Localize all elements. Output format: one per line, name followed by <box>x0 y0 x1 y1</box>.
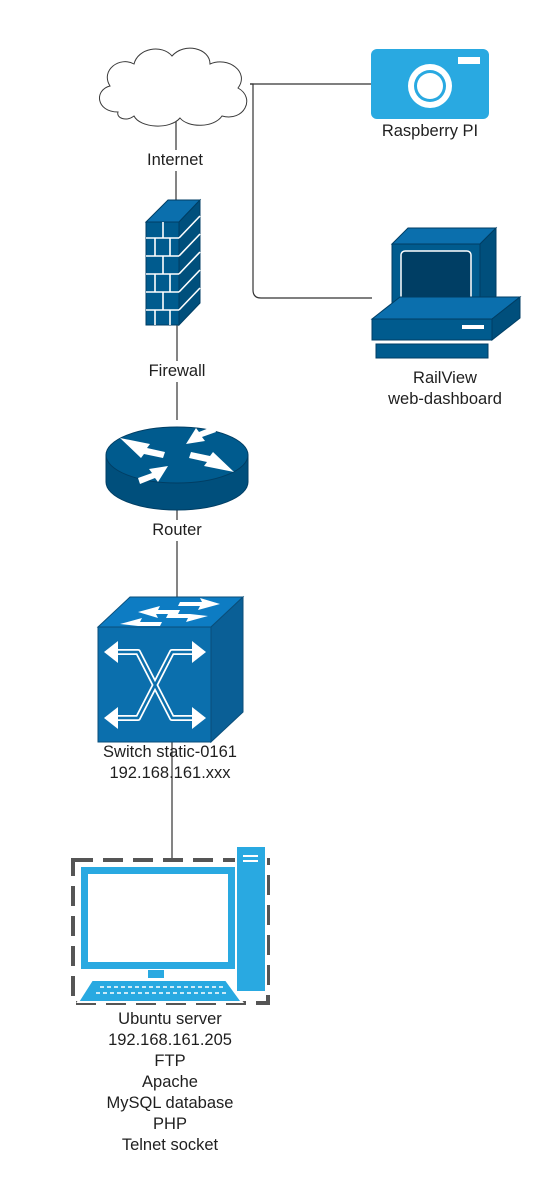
connector-cloud-dashboard <box>250 83 372 299</box>
server-label-line-5: MySQL database <box>106 1094 234 1112</box>
switch-icon <box>96 595 245 744</box>
desktop-computer-icon <box>71 845 270 1005</box>
camera-icon <box>371 49 489 119</box>
raspberry-label: Raspberry PI <box>370 121 490 142</box>
switch-label-line-2: 192.168.161.xxx <box>109 764 231 782</box>
internet-label: Internet <box>142 150 208 171</box>
router-icon <box>105 426 249 511</box>
server-label-line-4: Apache <box>142 1073 198 1091</box>
cloud-icon <box>99 47 248 127</box>
switch-label: Switch static-0161 192.168.161.xxx <box>90 742 250 784</box>
dashboard-label-line-1: RailView <box>413 369 477 387</box>
server-label: Ubuntu server 192.168.161.205 FTP Apache… <box>85 1009 255 1156</box>
server-label-line-3: FTP <box>154 1052 186 1070</box>
server-label-line-6: PHP <box>153 1115 187 1133</box>
server-label-line-1: Ubuntu server <box>118 1010 222 1028</box>
firewall-icon <box>144 198 202 327</box>
server-label-line-7: Telnet socket <box>121 1136 219 1154</box>
firewall-label: Firewall <box>143 361 211 382</box>
switch-label-line-1: Switch static-0161 <box>103 743 237 761</box>
server-label-line-2: 192.168.161.205 <box>108 1031 232 1049</box>
dashboard-label: RailView web-dashboard <box>375 368 515 410</box>
computer-terminal-icon <box>370 226 522 359</box>
router-label: Router <box>147 520 207 541</box>
dashboard-label-line-2: web-dashboard <box>388 390 502 408</box>
